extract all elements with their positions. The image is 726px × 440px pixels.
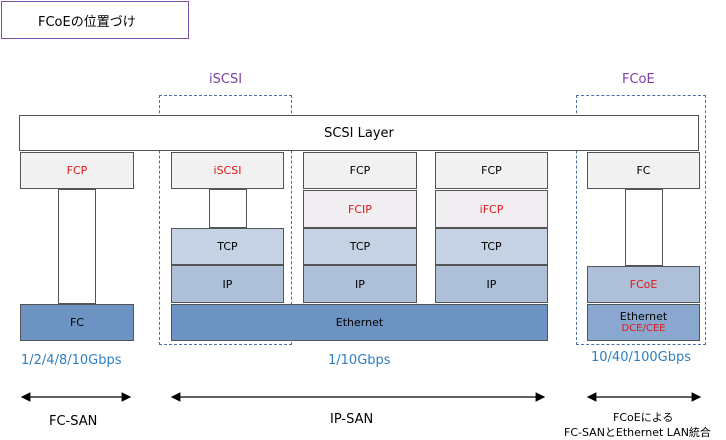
iscsi-group-box <box>159 95 292 345</box>
fc-stack-fcp: FCP <box>20 152 134 189</box>
fcip-stack-fcp: FCP <box>303 152 417 189</box>
iscsi-stack-iscsi: iSCSI <box>171 152 284 189</box>
fcoe-ethernet-sublabel: DCE/CEE <box>621 323 666 334</box>
fcoe-label-line2: FC-SANとEthernet LAN統合 <box>564 426 711 439</box>
fcoe-group-box <box>576 95 706 345</box>
fc-san-label: FC-SAN <box>49 414 98 429</box>
fcoe-label-line1: FCoEによる <box>613 411 674 424</box>
fc-speed: 1/2/4/8/10Gbps <box>21 353 122 368</box>
scsi-layer: SCSI Layer <box>19 115 699 151</box>
ifcp-stack-ip: IP <box>435 265 548 303</box>
iscsi-group-label: iSCSI <box>209 72 243 87</box>
iscsi-connector <box>209 189 247 228</box>
fcoe-group-label: FCoE <box>622 72 655 87</box>
ip-san-label: IP-SAN <box>330 412 374 427</box>
fcoe-connector <box>625 189 663 266</box>
fcip-stack-tcp: TCP <box>303 228 417 265</box>
range-arrows <box>20 392 702 402</box>
ifcp-stack-tcp: TCP <box>435 228 548 265</box>
fcip-stack-ip: IP <box>303 265 417 303</box>
ethernet-layer: Ethernet <box>171 304 548 341</box>
fcoe-stack-ethernet: Ethernet DCE/CEE <box>587 304 700 341</box>
fcip-stack-fcip: FCIP <box>303 190 417 228</box>
ip-speed: 1/10Gbps <box>328 353 391 368</box>
ifcp-stack-ifcp: iFCP <box>435 190 548 228</box>
fcoe-stack-fc: FC <box>587 152 700 189</box>
fcoe-speed: 10/40/100Gbps <box>591 350 692 365</box>
fc-connector <box>58 189 96 304</box>
fcoe-ethernet-label: Ethernet <box>619 310 668 323</box>
iscsi-stack-tcp: TCP <box>171 228 284 265</box>
iscsi-stack-ip: IP <box>171 265 284 303</box>
fcoe-stack-fcoe: FCoE <box>587 266 700 303</box>
fc-stack-fc: FC <box>20 304 134 341</box>
diagram-title: FCoEの位置づけ <box>1 1 189 39</box>
ifcp-stack-fcp: FCP <box>435 152 548 189</box>
